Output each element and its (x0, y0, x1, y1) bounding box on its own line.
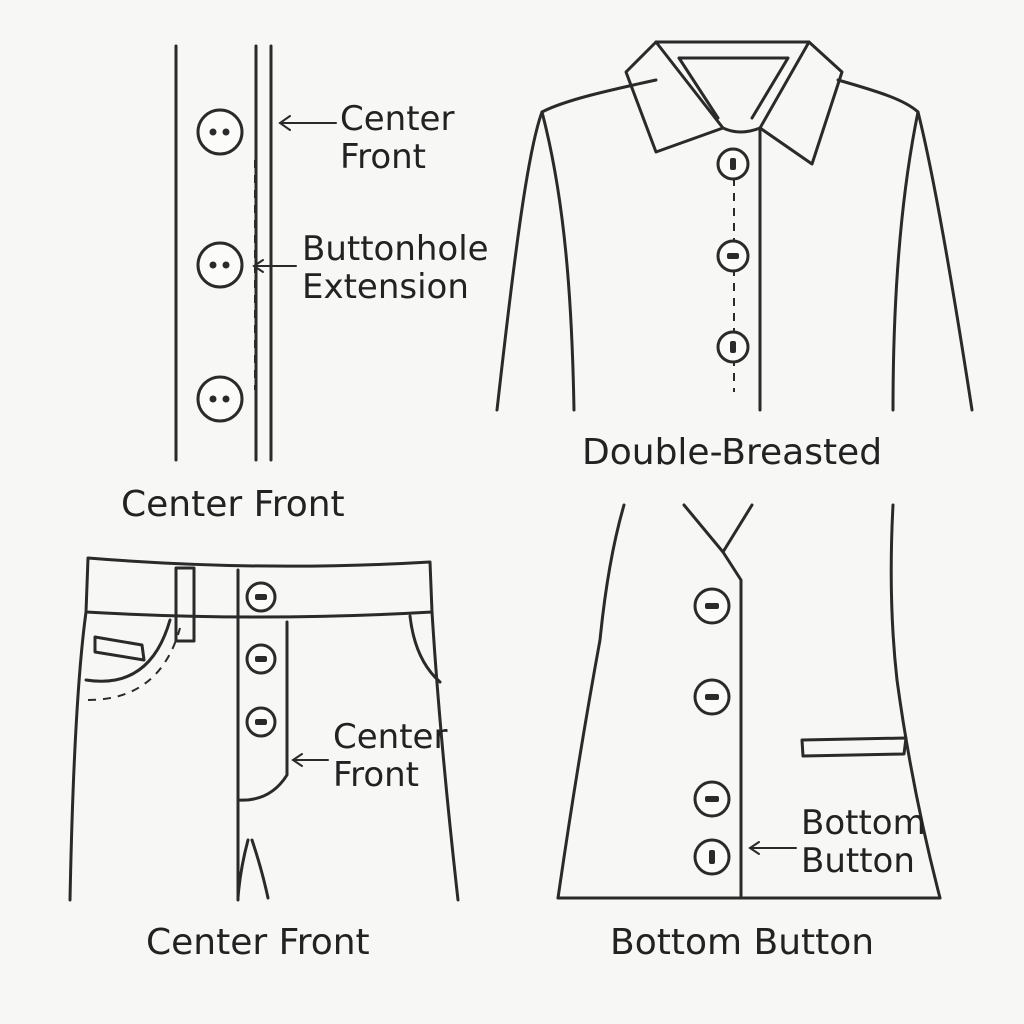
vest-button (693, 587, 731, 625)
callout-line: Button (801, 841, 915, 882)
callout-line: Buttonhole (302, 229, 489, 269)
placket-title: Center Front (121, 484, 345, 525)
placket-button (196, 375, 244, 423)
vest-illustration (556, 503, 942, 900)
arrow-buttonhole-extension (252, 259, 297, 273)
shirt-placket (721, 126, 762, 134)
shirt-illustration (495, 40, 974, 412)
left-pocket-flap (93, 635, 146, 662)
callout-line: Front (333, 755, 419, 796)
trousers-right-outseam (430, 610, 460, 902)
shirt-left-side (495, 78, 658, 412)
left-pocket-opening (84, 618, 172, 683)
callout-line: Center (333, 717, 448, 757)
shirt-neckline (677, 56, 790, 120)
arrow-center-front (278, 115, 337, 131)
fly-button (245, 706, 277, 738)
callout-line: Bottom (801, 803, 926, 843)
placket-callout-buttonhole-extension: Buttonhole Extension (302, 230, 489, 306)
shirt-button (716, 239, 750, 273)
shirt-collar-right (758, 40, 844, 166)
trousers-title: Center Front (146, 922, 370, 963)
fly-outline (236, 568, 289, 902)
arrow-bottom-button (748, 841, 797, 855)
right-pocket-opening (408, 614, 442, 684)
placket-callout-center-front: Center Front (340, 100, 454, 176)
shirt-collar-left (624, 40, 725, 154)
fly-button (245, 581, 277, 613)
trousers-callout-center-front: Center Front (333, 718, 447, 794)
vest-callout-bottom-button: Bottom Button (801, 804, 926, 880)
vest-button (693, 678, 731, 716)
callout-line: Front (340, 137, 426, 178)
shirt-left-sleeve-inner (540, 110, 576, 412)
belt-loop (174, 566, 196, 643)
left-pocket-stitch (87, 627, 181, 701)
fly-button (245, 643, 277, 675)
placket-button (196, 108, 244, 156)
vest-left-side (556, 503, 626, 900)
shirt-button (716, 330, 750, 364)
shirt-button (716, 147, 750, 181)
placket-button (196, 241, 244, 289)
shirt-title: Double-Breasted (582, 432, 883, 473)
vest-v-neck (682, 503, 743, 900)
callout-line: Extension (302, 267, 469, 308)
placket-illustration (174, 44, 337, 462)
shirt-right-side (836, 78, 974, 412)
vest-bottom-button (693, 838, 731, 876)
vest-title: Bottom Button (610, 922, 875, 963)
shirt-right-sleeve-inner (891, 110, 920, 412)
arrow-trousers-center-front (291, 753, 329, 767)
trousers-left-outseam (68, 610, 88, 902)
callout-line: Center (340, 99, 455, 139)
inseam-split (236, 838, 270, 900)
vest-right-side (889, 503, 942, 900)
trousers-illustration (68, 556, 460, 902)
vest-button (693, 780, 731, 818)
vest-v-neck-right (721, 503, 754, 554)
welt-pocket (800, 736, 908, 758)
